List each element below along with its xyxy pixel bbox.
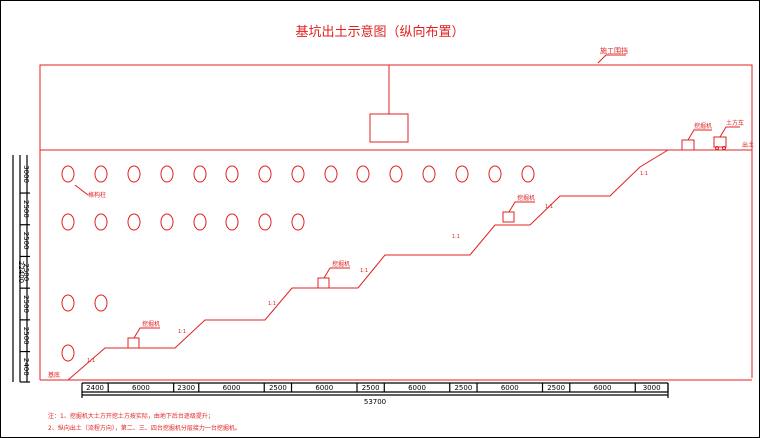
- slope-label: 1:1: [640, 171, 648, 177]
- exit-label: 出土: [742, 141, 754, 149]
- fence-label: 施工围挡: [600, 46, 628, 55]
- dim-segment-label: 2400: [22, 358, 30, 376]
- slope-profile: [67, 149, 669, 381]
- column-pile: [356, 165, 370, 183]
- dim-segment-label: 6000: [594, 384, 612, 392]
- column-pile: [61, 213, 75, 231]
- svg-text:挖掘机: 挖掘机: [332, 260, 350, 268]
- site-fence: [39, 64, 753, 378]
- horizontal-dimension: 2400 6000 2300 6000 2500 6000 2500 6000 2500 6000…: [81, 382, 669, 398]
- dim-segment-label: 6000: [408, 384, 426, 392]
- vertical-dimension: 3000 2500 2500 2500 2500 2500 2400: [12, 155, 30, 383]
- column-pile: [521, 165, 535, 183]
- column-pile: [225, 213, 239, 231]
- column-pile: [160, 213, 174, 231]
- column-pile: [324, 165, 338, 183]
- dim-segment-label: 2500: [22, 263, 30, 281]
- excavator-1: 挖掘机: [127, 320, 160, 349]
- dim-segment-label: 6000: [132, 384, 150, 392]
- excavator-4: 挖掘机: [681, 122, 712, 151]
- column-pile: [291, 213, 305, 231]
- dim-segment-label: 2500: [22, 327, 30, 345]
- base-label: 基底: [48, 371, 60, 379]
- dim-segment-label: 2500: [454, 384, 472, 392]
- column-pile: [160, 165, 174, 183]
- slope-label: 1:1: [178, 329, 186, 335]
- slope-label: 1:1: [452, 234, 460, 240]
- dim-segment-label: 2300: [177, 384, 195, 392]
- svg-text:土方车: 土方车: [726, 119, 744, 127]
- slope-label: 1:1: [87, 358, 95, 364]
- column-piles: [61, 165, 535, 362]
- column-pile: [94, 213, 108, 231]
- dim-segment-label: 3000: [643, 384, 661, 392]
- site-building: [369, 113, 409, 143]
- dump-truck: 土方车: [713, 119, 744, 150]
- slope-label: 1:1: [545, 204, 553, 210]
- dim-segment-label: 2500: [547, 384, 565, 392]
- svg-text:挖掘机: 挖掘机: [142, 320, 160, 328]
- column-pile-leader: [74, 184, 89, 196]
- fence-leader: [597, 54, 626, 64]
- slope-label: 1:1: [360, 268, 368, 274]
- column-pile: [488, 165, 502, 183]
- column-pile: [422, 165, 436, 183]
- column-pile: [291, 165, 305, 183]
- column-pile: [94, 294, 108, 312]
- dim-segment-label: 3000: [22, 165, 30, 183]
- note-1: 注：1、挖掘机大土方开挖土方按实际，由地下后台逐级提升；: [48, 412, 214, 420]
- column-pile-label: 格构柱: [88, 191, 106, 199]
- column-pile: [225, 165, 239, 183]
- column-pile: [61, 344, 75, 362]
- excavator-2: 挖掘机: [317, 260, 350, 289]
- column-pile: [127, 165, 141, 183]
- dim-segment-label: 2500: [22, 200, 30, 218]
- dim-segment-label: 2500: [269, 384, 287, 392]
- dim-segment-label: 2500: [22, 232, 30, 250]
- dim-segment-label: 2400: [86, 384, 104, 392]
- slope-label: 1:1: [268, 301, 276, 307]
- dim-segment-label: 2500: [22, 295, 30, 313]
- column-pile: [389, 165, 403, 183]
- column-pile: [193, 165, 207, 183]
- vertical-total-label: 22400: [17, 261, 25, 283]
- svg-text:挖掘机: 挖掘机: [694, 122, 712, 130]
- dim-segment-label: 6000: [315, 384, 333, 392]
- column-pile: [258, 213, 272, 231]
- excavator-3: 挖掘机: [502, 194, 535, 223]
- column-pile: [61, 165, 75, 183]
- column-pile: [94, 165, 108, 183]
- total-length-label: 53700: [364, 398, 386, 406]
- dim-segment-label: 2500: [362, 384, 380, 392]
- svg-text:挖掘机: 挖掘机: [517, 194, 535, 202]
- dim-segment-label: 6000: [223, 384, 241, 392]
- column-pile: [127, 213, 141, 231]
- dim-segment-label: 6000: [501, 384, 519, 392]
- column-pile: [61, 294, 75, 312]
- column-pile: [258, 165, 272, 183]
- column-pile: [193, 213, 207, 231]
- column-pile: [455, 165, 469, 183]
- diagram-title: 基坑出土示意图（纵向布置）: [295, 24, 464, 40]
- note-2: 2、纵向出土（流程方向），第二、三、四台挖掘机分层接力一台挖掘机。: [48, 424, 241, 432]
